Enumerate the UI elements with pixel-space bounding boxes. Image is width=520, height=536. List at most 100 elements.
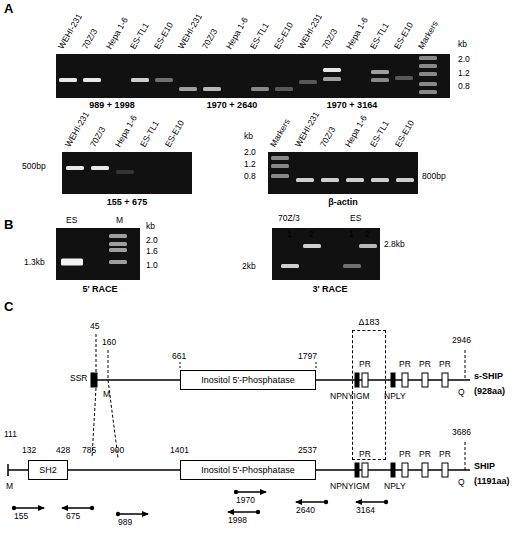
gel-band	[303, 244, 321, 248]
guide-line	[316, 362, 317, 369]
position-number: 3164	[356, 506, 375, 515]
lane-number: 2	[309, 230, 314, 239]
guide-line	[465, 350, 466, 380]
motif-bar	[355, 463, 359, 477]
lane-label: ES-E10	[394, 118, 416, 148]
motif-bar	[391, 373, 395, 387]
gel-band	[66, 166, 84, 170]
size-label: kb	[244, 132, 253, 141]
lane-label: 70Z/3	[89, 125, 107, 148]
size-label: 0.8	[458, 82, 470, 91]
position-number: 661	[172, 352, 186, 361]
position-number: 155	[14, 512, 28, 521]
position-number: 160	[102, 338, 116, 347]
motif-bar	[391, 463, 395, 477]
gel-band	[109, 234, 127, 238]
domain-box: Inositol 5'-Phosphatase	[180, 370, 316, 390]
protein-name: SHIP	[474, 462, 495, 471]
lane-label: 70Z/3	[81, 27, 99, 50]
gel-caption: 1970 + 3164	[327, 101, 377, 110]
lane-label: 70Z/3	[278, 214, 300, 223]
gel-band	[299, 80, 317, 84]
guide-line	[465, 442, 466, 470]
lane-label: Hepa 1-6	[345, 15, 370, 50]
gel-band	[61, 259, 83, 266]
motif-label: NPNYIGM	[330, 392, 370, 401]
motif-label: Q	[458, 478, 465, 487]
lane-label: M	[116, 216, 123, 225]
protein-name: (928aa)	[474, 387, 505, 396]
start-tick	[7, 464, 9, 476]
size-label: kb	[146, 222, 155, 231]
lane-label: Hepa 1-6	[114, 113, 139, 148]
guide-line	[180, 362, 181, 369]
panel-letter: A	[4, 2, 13, 15]
size-label: 0.8	[244, 172, 256, 181]
motif-label: PR	[419, 450, 431, 459]
gel-band	[371, 178, 389, 182]
pr-box	[442, 463, 448, 477]
protein-name: (1191aa)	[474, 477, 510, 486]
lane-label: 70Z/3	[201, 27, 219, 50]
gel-caption: β-actin	[328, 198, 358, 207]
motif-bar	[355, 373, 359, 387]
domain-box: Inositol 5'-Phosphatase	[180, 460, 316, 480]
primer-arrow	[228, 511, 258, 513]
lane-label: 70Z/3	[319, 125, 337, 148]
lane-label: ES	[66, 216, 77, 225]
position-number: 1401	[170, 446, 189, 455]
position-number: 989	[118, 518, 132, 527]
motif-label: Q	[458, 388, 465, 397]
position-number: 2946	[452, 336, 471, 345]
panel-letter: B	[4, 218, 13, 231]
position-number: 1797	[298, 352, 317, 361]
primer-arrow	[236, 491, 266, 493]
motif-label: PR	[359, 360, 371, 369]
gel-band	[359, 244, 377, 248]
lane-label: ES-E10	[153, 20, 175, 50]
gel-band	[371, 78, 389, 82]
gel-band	[275, 87, 293, 91]
gel-band	[179, 87, 197, 91]
deletion-box: Δ183	[352, 330, 386, 460]
motif-label: PR	[399, 360, 411, 369]
size-label: 2.0	[458, 55, 470, 64]
position-number: 1998	[228, 516, 247, 525]
gel-band	[395, 76, 413, 80]
lane-label: ES	[350, 214, 361, 223]
lane-label: ES-TL1	[369, 119, 391, 148]
lane-label: WEHI-231	[294, 110, 321, 148]
pr-box	[362, 373, 368, 387]
gel-band	[203, 87, 221, 91]
ssr-box	[91, 373, 97, 387]
position-number: 45	[90, 322, 99, 331]
motif-label: M	[6, 482, 13, 491]
gel-band	[59, 78, 77, 82]
motif-label: NPLY	[384, 482, 406, 491]
lane-label: Hepa 1-6	[225, 15, 250, 50]
gel-caption: 155 + 675	[107, 198, 147, 207]
gel-band	[346, 178, 364, 182]
lane-label: 70Z/3	[321, 27, 339, 50]
position-number: 111	[4, 430, 17, 439]
lane-label: WEHI-231	[297, 12, 324, 50]
position-number: 428	[56, 446, 70, 455]
size-label: 1.2	[458, 69, 470, 78]
lane-label: WEHI-231	[57, 12, 84, 50]
primer-arrow	[62, 507, 92, 509]
domain-label: Inositol 5'-Phosphatase	[201, 466, 294, 475]
position-number: 132	[22, 446, 36, 455]
lane-label: ES-E10	[393, 20, 415, 50]
primer-arrows	[14, 492, 386, 514]
gel-band	[321, 178, 339, 182]
primer-arrow	[296, 501, 326, 503]
lane-label: ES-TL1	[139, 119, 161, 148]
gel-caption: 5' RACE	[82, 285, 117, 294]
gel-band	[109, 260, 127, 264]
size-label: 2.0	[146, 236, 158, 245]
band-size: 500bp	[22, 162, 46, 171]
motif-label: PR	[359, 450, 371, 459]
pr-box	[402, 463, 408, 477]
